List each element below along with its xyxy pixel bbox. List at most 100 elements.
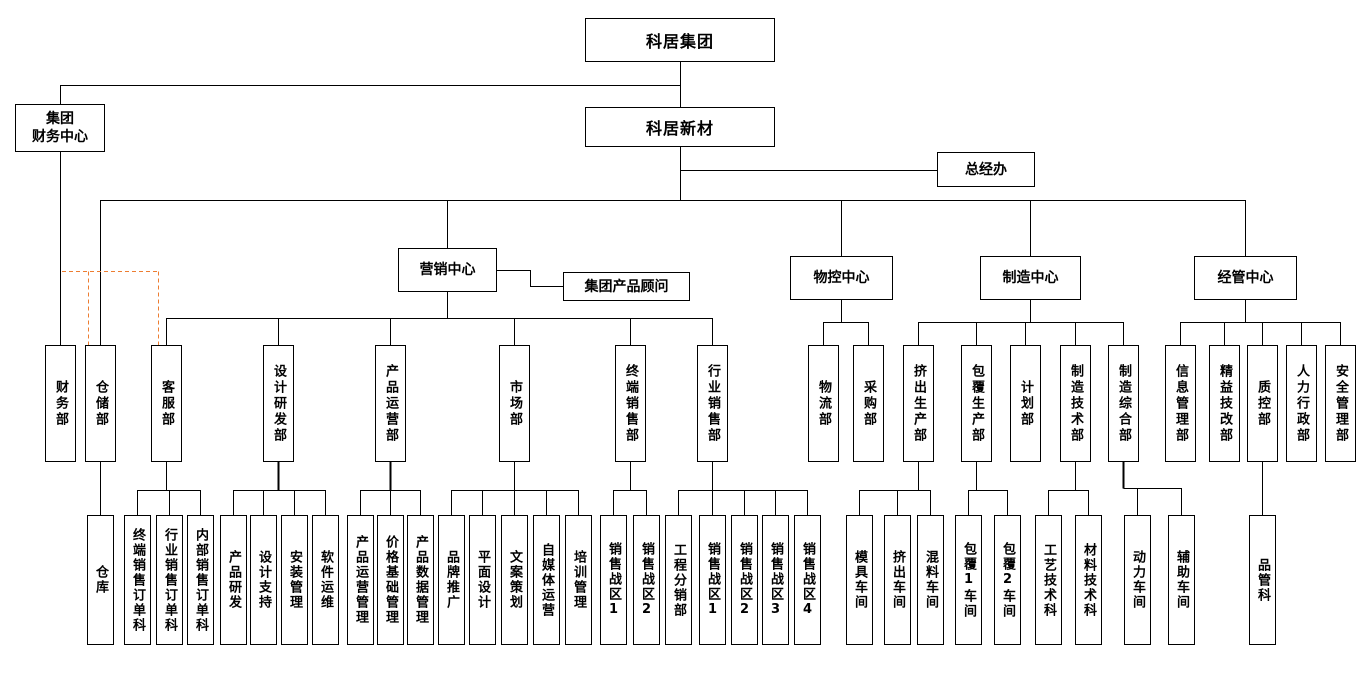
box-group-product-advisor: 集团产品顾问	[563, 272, 690, 301]
box-unit-industry-sales-zone-2: 销售战区2	[731, 515, 758, 645]
box-info-mgmt-dept: 信息管理部	[1165, 345, 1196, 462]
box-label: 财务部	[53, 379, 68, 428]
box-label: 工程分销部	[671, 542, 686, 618]
box-label: 科居新材	[645, 119, 714, 138]
box-label: 销售战区2	[639, 541, 654, 619]
box-unit-product-data-mgmt: 产品数据管理	[407, 515, 434, 645]
box-market-dept: 市场部	[499, 345, 530, 462]
box-lean-improvement-dept: 精益技改部	[1209, 345, 1240, 462]
connector-manufacturing-departments	[918, 300, 1124, 345]
box-management-center: 经管中心	[1194, 256, 1297, 300]
box-label: 仓库	[93, 565, 108, 595]
box-warehousing-dept: 仓储部	[85, 345, 116, 462]
box-label: 信息管理部	[1173, 363, 1188, 444]
connector-extrusion-units	[859, 462, 931, 515]
box-label: 行业销售订单科	[162, 527, 177, 633]
connector-product-ops-units	[360, 490, 421, 515]
box-label: 材料技术科	[1081, 542, 1096, 618]
box-label: 质控部	[1255, 379, 1270, 428]
box-unit-training-mgmt: 培训管理	[565, 515, 592, 645]
connector-materials-departments	[823, 300, 869, 345]
box-label: 产品研发	[226, 550, 241, 610]
box-label: 市场部	[507, 379, 522, 428]
box-design-rd-dept: 设计研发部	[263, 345, 294, 462]
box-label: 设计支持	[256, 550, 271, 610]
box-label: 挤出车间	[890, 550, 905, 610]
box-label: 挤出生产部	[911, 363, 926, 444]
box-label: 内部销售订单科	[193, 527, 208, 633]
box-label: 制造技术部	[1068, 363, 1083, 444]
box-label: 集团产品顾问	[584, 278, 669, 295]
box-hr-admin-dept: 人力行政部	[1286, 345, 1317, 462]
box-unit-price-basis-mgmt: 价格基础管理	[377, 515, 404, 645]
connector-mfg-tech-units	[1048, 462, 1089, 515]
box-gm-office: 总经办	[937, 152, 1035, 187]
box-unit-industry-sales-zone-1: 销售战区1	[699, 515, 726, 645]
box-label-line-2: 财务中心	[32, 129, 88, 145]
box-purchasing-dept: 采购部	[853, 345, 884, 462]
box-unit-self-media-ops: 自媒体运营	[533, 515, 560, 645]
box-label: 产品运营管理	[353, 535, 368, 625]
box-unit-terminal-order: 终端销售订单科	[124, 515, 151, 645]
connector-product-advisor	[497, 270, 563, 287]
connector-marketing-departments	[166, 292, 713, 345]
box-label: 销售战区1	[606, 541, 621, 619]
box-label: 销售战区1	[705, 541, 720, 619]
connector-top-level	[60, 62, 1246, 345]
connector-customer-service-units	[137, 462, 201, 515]
box-label: 制造综合部	[1116, 363, 1131, 444]
box-unit-quality-management: 品管科	[1249, 515, 1276, 645]
box-logistics-dept: 物流部	[808, 345, 839, 462]
box-label: 品牌推广	[444, 550, 459, 610]
box-label: 包覆生产部	[969, 363, 984, 444]
box-label: 安装管理	[287, 550, 302, 610]
box-unit-terminal-sales-zone-2: 销售战区2	[633, 515, 660, 645]
box-unit-industry-order: 行业销售订单科	[156, 515, 183, 645]
box-label: 客服部	[159, 379, 174, 428]
box-label: 物流部	[816, 379, 831, 428]
box-marketing-center: 营销中心	[398, 248, 497, 292]
box-customer-service-dept: 客服部	[151, 345, 182, 462]
box-unit-internal-order: 内部销售订单科	[187, 515, 214, 645]
box-unit-product-rd: 产品研发	[220, 515, 247, 645]
box-group-finance-center: 集团 财务中心	[15, 104, 105, 152]
box-label: 包覆2车间	[1000, 541, 1015, 619]
box-mfg-tech-dept: 制造技术部	[1060, 345, 1091, 462]
box-unit-product-ops-mgmt: 产品运营管理	[347, 515, 374, 645]
connector-mfg-general-units	[1123, 488, 1182, 515]
box-label: 计划部	[1018, 379, 1033, 428]
box-label: 动力车间	[1130, 550, 1145, 610]
box-unit-material-tech: 材料技术科	[1075, 515, 1102, 645]
box-quality-control-dept: 质控部	[1247, 345, 1278, 462]
connector-management-departments	[1180, 300, 1341, 345]
connector-market-units	[451, 462, 579, 515]
box-label: 终端销售订单科	[130, 527, 145, 633]
box-unit-engineering-distribution: 工程分销部	[665, 515, 692, 645]
box-product-ops-dept: 产品运营部	[375, 345, 406, 462]
box-unit-mold-workshop: 模具车间	[846, 515, 873, 645]
box-unit-mixing-workshop: 混料车间	[917, 515, 944, 645]
box-label: 精益技改部	[1217, 363, 1232, 444]
box-mfg-general-dept: 制造综合部	[1108, 345, 1139, 462]
box-manufacturing-center: 制造中心	[980, 256, 1081, 300]
box-label: 工艺技术科	[1041, 542, 1056, 618]
box-label-line-1: 集团	[46, 111, 74, 127]
connector-coating-units	[968, 462, 1008, 515]
box-label: 安全管理部	[1333, 363, 1348, 444]
connector-terminal-sales-units	[613, 462, 647, 515]
box-extrusion-production-dept: 挤出生产部	[903, 345, 934, 462]
box-unit-extrusion-workshop: 挤出车间	[884, 515, 911, 645]
box-unit-auxiliary-workshop: 辅助车间	[1168, 515, 1195, 645]
box-label: 制造中心	[1002, 270, 1059, 286]
connector-design-rd-units	[233, 490, 326, 515]
box-label: 价格基础管理	[383, 535, 398, 625]
box-label: 包覆1车间	[961, 541, 976, 619]
box-label: 人力行政部	[1294, 363, 1309, 444]
box-label: 品管科	[1255, 557, 1270, 603]
box-label: 仓储部	[93, 379, 108, 428]
box-label: 科居集团	[645, 32, 714, 51]
box-label: 终端销售部	[623, 363, 638, 444]
box-industry-sales-dept: 行业销售部	[697, 345, 728, 462]
box-label: 销售战区4	[800, 541, 815, 619]
